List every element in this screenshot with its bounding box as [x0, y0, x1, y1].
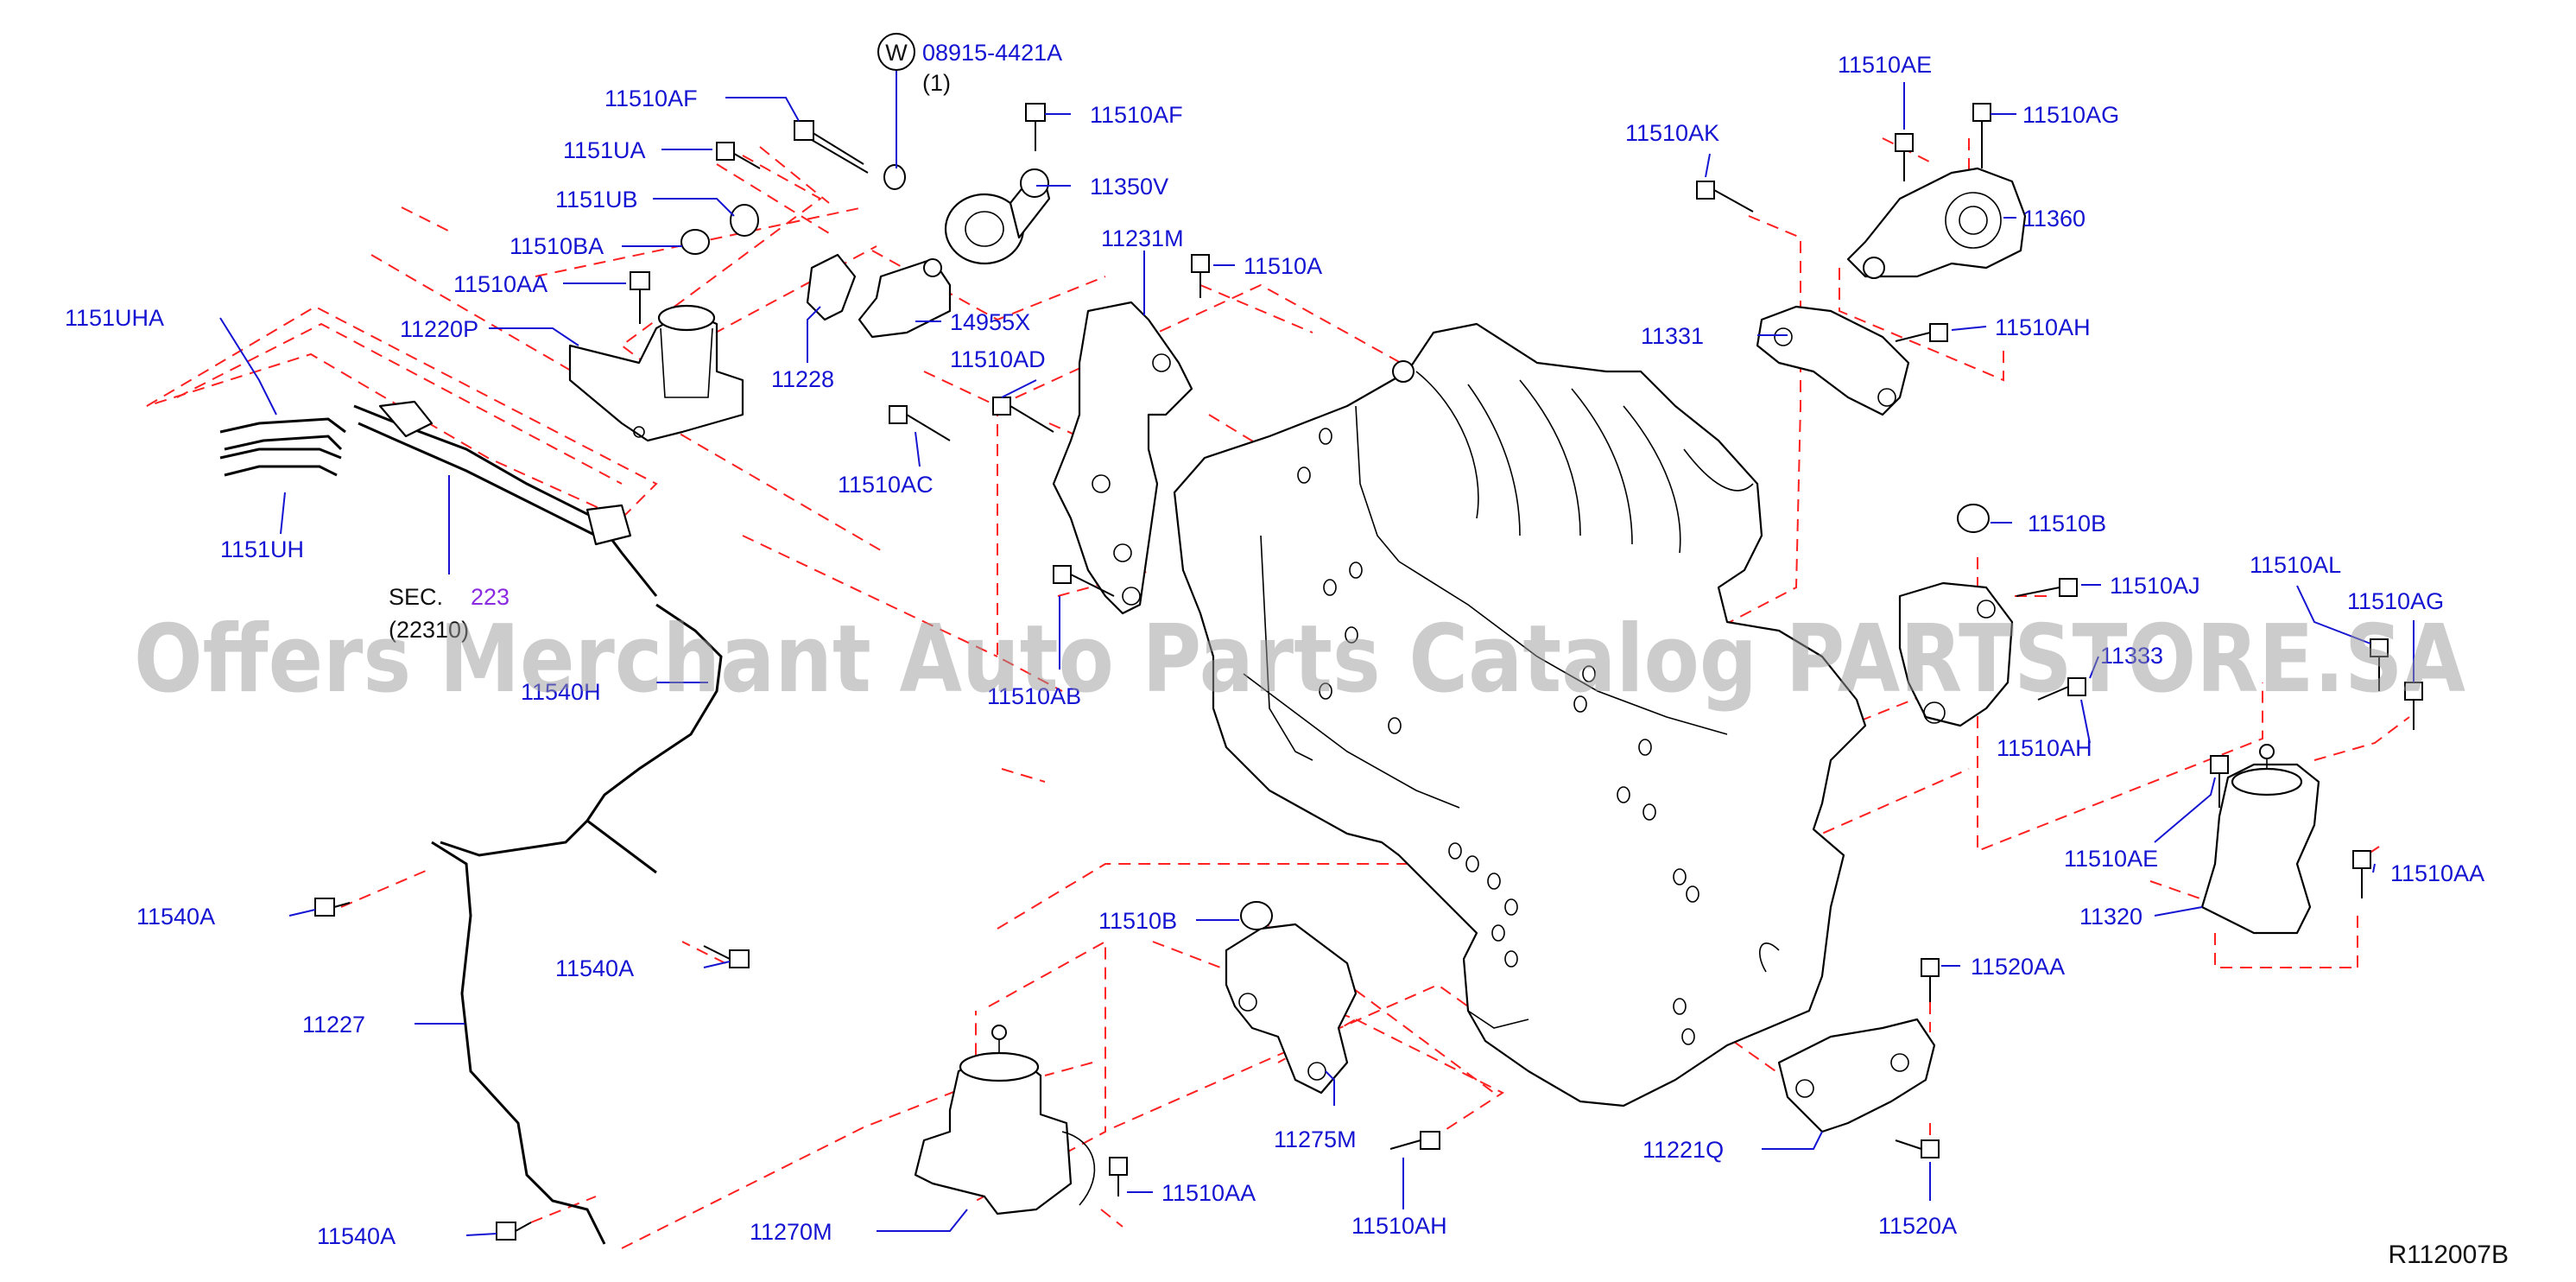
- label-11360[interactable]: 11360: [2022, 206, 2085, 232]
- label-11510AA-upper[interactable]: 11510AA: [453, 271, 547, 297]
- label-11510AG-top[interactable]: 11510AG: [2022, 102, 2119, 128]
- label-11220P[interactable]: 11220P: [400, 316, 478, 342]
- label-11510AA-lower[interactable]: 11510AA: [1161, 1180, 1256, 1206]
- label-sec-number[interactable]: 223: [471, 584, 510, 610]
- watermark-text: Offers Merchant Auto Parts Catalog PARTS…: [134, 606, 2465, 714]
- label-11510B-lower[interactable]: 11510B: [1098, 908, 1177, 934]
- label-11510AK[interactable]: 11510AK: [1625, 120, 1719, 146]
- label-11510BA[interactable]: 11510BA: [510, 233, 604, 259]
- label-11221Q[interactable]: 11221Q: [1642, 1137, 1724, 1163]
- label-11510A[interactable]: 11510A: [1244, 253, 1322, 279]
- label-11510AE-top[interactable]: 11510AE: [1838, 52, 1932, 78]
- label-11540A-bottom[interactable]: 11540A: [317, 1223, 396, 1249]
- label-11510AA-right[interactable]: 11510AA: [2390, 860, 2484, 886]
- diagram-reference-code: R112007B: [2388, 1241, 2509, 1269]
- label-14955X[interactable]: 14955X: [950, 309, 1030, 335]
- label-11540A-left[interactable]: 11540A: [136, 904, 215, 930]
- label-11510B-right[interactable]: 11510B: [2028, 511, 2106, 536]
- label-11320[interactable]: 11320: [2079, 904, 2142, 930]
- label-11227[interactable]: 11227: [302, 1012, 365, 1038]
- label-11510AE-right[interactable]: 11510AE: [2064, 846, 2158, 872]
- label-11510AL[interactable]: 11510AL: [2250, 552, 2341, 578]
- label-11510AH-upper[interactable]: 11510AH: [1995, 314, 2091, 340]
- label-11231M[interactable]: 11231M: [1101, 225, 1184, 251]
- label-11333[interactable]: 11333: [2100, 643, 2163, 669]
- fasteners: [314, 103, 2423, 1241]
- label-1151UHA[interactable]: 1151UHA: [65, 305, 164, 331]
- label-11540A-mid[interactable]: 11540A: [555, 955, 634, 981]
- label-11510AF-left[interactable]: 11510AF: [604, 86, 698, 111]
- label-sec-sub: (22310): [389, 617, 469, 643]
- label-11510AC[interactable]: 11510AC: [838, 472, 934, 498]
- part-labels[interactable]: 08915-4421A (1) 11510AF 11510AF 1151UA 1…: [65, 40, 2484, 1249]
- leader-lines: [219, 69, 2415, 1236]
- label-11520AA[interactable]: 11520AA: [1971, 954, 2065, 980]
- washer-symbol-letter: W: [885, 40, 908, 66]
- washer-symbol: W: [877, 33, 915, 71]
- engine-block: [1173, 322, 1867, 1107]
- label-08915-4421A[interactable]: 08915-4421A: [922, 40, 1062, 66]
- label-11270M[interactable]: 11270M: [750, 1219, 832, 1245]
- label-11510AF-right[interactable]: 11510AF: [1090, 102, 1183, 128]
- label-11275M[interactable]: 11275M: [1274, 1127, 1357, 1152]
- label-1151UH[interactable]: 1151UH: [220, 536, 304, 562]
- label-11520A[interactable]: 11520A: [1878, 1213, 1957, 1239]
- label-quantity: (1): [922, 70, 951, 96]
- label-11228[interactable]: 11228: [771, 366, 834, 392]
- label-1151UB[interactable]: 1151UB: [555, 187, 638, 213]
- label-11350V[interactable]: 11350V: [1090, 174, 1168, 200]
- label-11510AH-mid[interactable]: 11510AH: [1997, 735, 2092, 761]
- label-sec: SEC.: [389, 584, 443, 610]
- label-11510AJ[interactable]: 11510AJ: [2110, 573, 2200, 599]
- label-11540H[interactable]: 11540H: [521, 679, 601, 705]
- label-11510AG-right[interactable]: 11510AG: [2347, 588, 2444, 614]
- label-11510AH-lower[interactable]: 11510AH: [1351, 1213, 1447, 1239]
- label-1151UA[interactable]: 1151UA: [563, 137, 646, 163]
- label-11510AB[interactable]: 11510AB: [987, 683, 1081, 709]
- parts-illustrations: [219, 167, 2320, 1245]
- label-11331[interactable]: 11331: [1641, 323, 1704, 349]
- label-11510AD[interactable]: 11510AD: [950, 346, 1046, 372]
